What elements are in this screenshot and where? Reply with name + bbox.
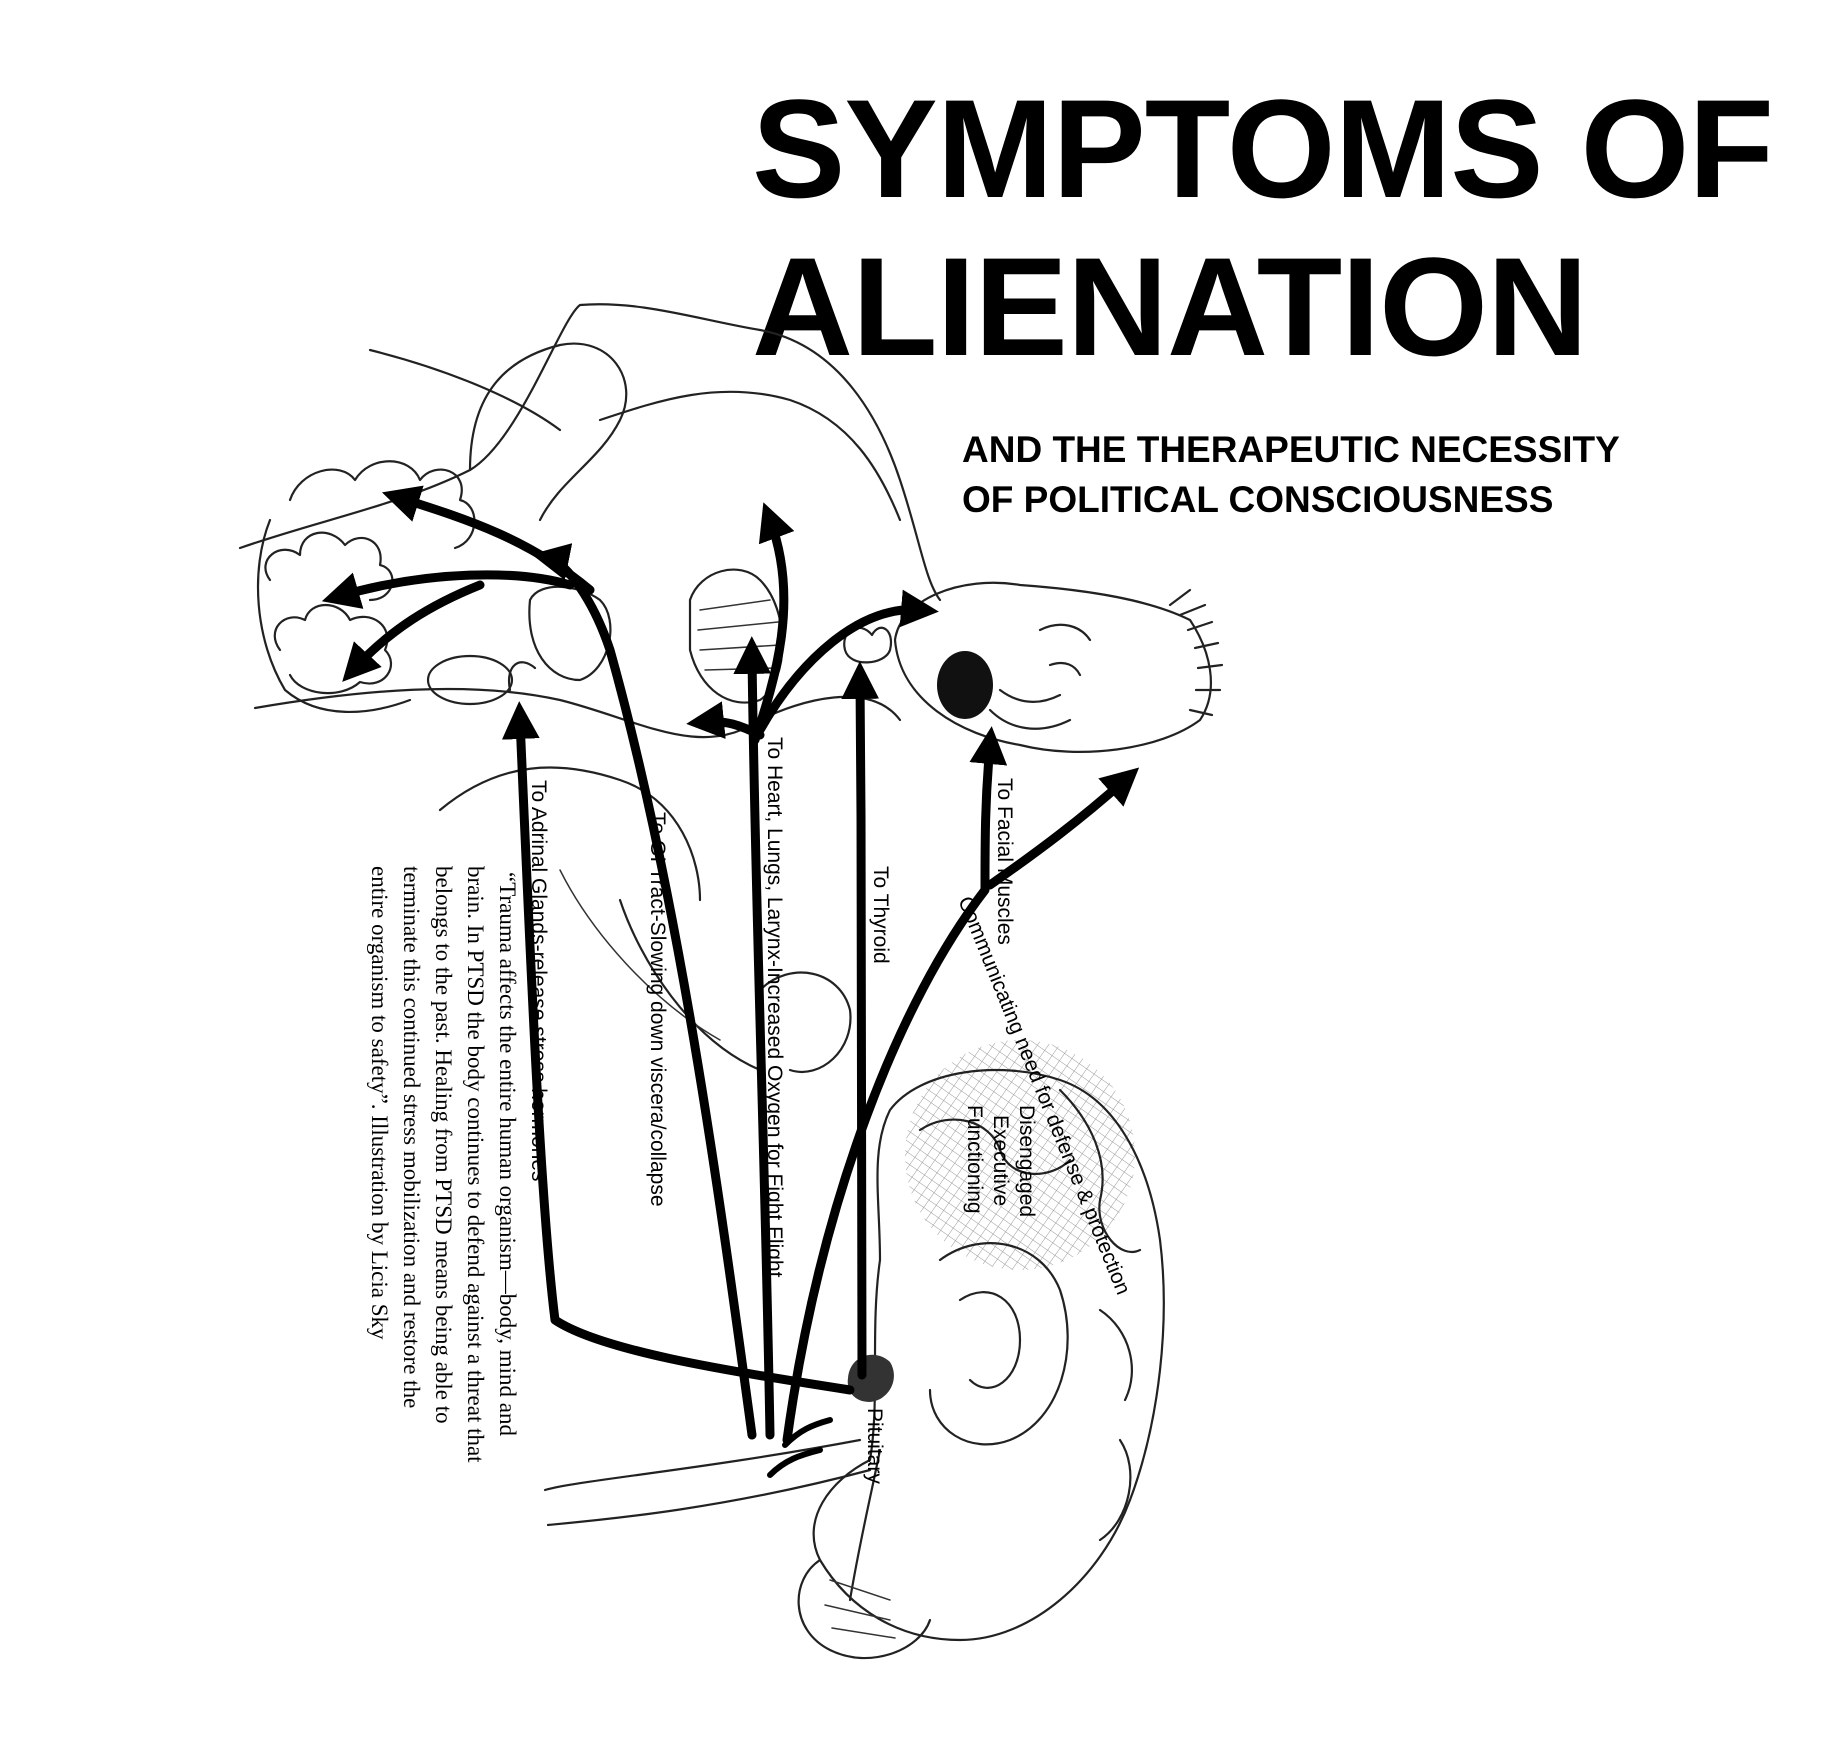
corpus-callosum [928, 1242, 1069, 1446]
title-line-2: ALIENATION [752, 228, 1588, 385]
arrow-adrenal [501, 701, 855, 1395]
spinal-cord-upper [543, 1438, 862, 1492]
arrow-lungs-up [750, 502, 795, 745]
adrenal-gland [507, 661, 537, 692]
label-exec-3: Functioning [963, 1105, 986, 1214]
colon [256, 518, 412, 713]
label-facial: To Facial Muscles [993, 778, 1016, 945]
mouth [937, 651, 993, 719]
shoulder [598, 390, 902, 522]
arrow-communicating [782, 726, 1008, 1445]
limbic-inner [958, 1291, 1022, 1389]
arm-outline [468, 342, 628, 522]
brow [1038, 623, 1092, 677]
label-adrenal: To Adrinal Glands-release stress hormone… [527, 780, 550, 1182]
brain-gyri-3 [1098, 1308, 1133, 1542]
arrow-gi-tract-2 [381, 485, 595, 595]
brain-gyri-2 [1058, 1088, 1142, 1253]
brain-sketch [797, 1040, 1165, 1660]
cerebellum [797, 1558, 932, 1660]
body-sketch [238, 303, 1224, 1527]
liver [528, 585, 612, 682]
pituitary-gland [847, 1354, 894, 1402]
hair [1168, 588, 1224, 717]
knee [758, 971, 852, 1073]
label-heart-lungs: To Heart, Lungs, Larynx-Increased Oxygen… [763, 737, 786, 1278]
label-pituitary: Pituitary [863, 1408, 886, 1484]
label-gi-tract: To GI Tract-Slowing down viscera/collaps… [646, 812, 669, 1207]
prefrontal-hatch [905, 1040, 1135, 1270]
label-thyroid: To Thyroid [869, 866, 892, 964]
thigh-line [559, 869, 721, 1041]
arrow-gi-tract-4 [342, 580, 485, 682]
brain-outline [812, 1068, 1165, 1642]
arrow-heart-left [686, 701, 765, 740]
intestine-coil-low [273, 604, 392, 695]
title-line-1: SYMPTOMS OF [752, 70, 1774, 227]
arrow-gi-tract-1 [531, 543, 757, 1440]
torso-outline [238, 303, 942, 602]
quote-block: “Trauma affects the entire human organis… [367, 866, 520, 1463]
page-subtitle: AND THE THERAPEUTIC NECESSITY OF POLITIC… [962, 425, 1620, 525]
kidney [426, 654, 514, 706]
lung-ribs [697, 599, 781, 671]
subtitle-line-2: OF POLITICAL CONSCIOUSNESS [962, 479, 1554, 520]
arrow-facial [985, 767, 1140, 890]
spinal-cord-lower [546, 1468, 872, 1527]
label-exec-1: Disengaged [1015, 1105, 1038, 1217]
quote-line-3: belongs to the past. Healing from PTSD m… [431, 866, 456, 1424]
arrow-gi-tract-3 [321, 570, 575, 609]
stub-pituitary-2 [767, 1447, 823, 1478]
brainstem [848, 1448, 882, 1602]
nerve-pathways [321, 485, 1140, 1478]
stub-pituitary-1 [782, 1417, 833, 1448]
quote-line-2: brain. In PTSD the body continues to def… [463, 866, 488, 1463]
arrow-thyroid [841, 661, 880, 1380]
brain-gyri-1 [918, 1118, 1072, 1175]
page-title: SYMPTOMS OF ALIENATION [752, 70, 1774, 386]
arrow-heart-lungs [733, 636, 775, 1440]
quote-line-5: entire organism to safety”. Illustration… [367, 866, 392, 1340]
intestine-coil-mid [264, 531, 394, 602]
quote-line-1: “Trauma affects the entire human organis… [495, 872, 520, 1437]
quote-line-4: terminate this continued stress mobiliza… [399, 866, 424, 1408]
torso-lower [253, 687, 902, 739]
hip-line [438, 766, 702, 902]
arrow-larynx [755, 589, 939, 735]
intestine-coil-top [288, 460, 476, 550]
subtitle-line-1: AND THE THERAPEUTIC NECESSITY [962, 429, 1620, 470]
beard [988, 688, 1072, 730]
back-line [368, 348, 562, 432]
leg-line [618, 898, 762, 1072]
cerebellum-folds [824, 1579, 896, 1639]
label-exec-2: Executive [989, 1115, 1012, 1206]
